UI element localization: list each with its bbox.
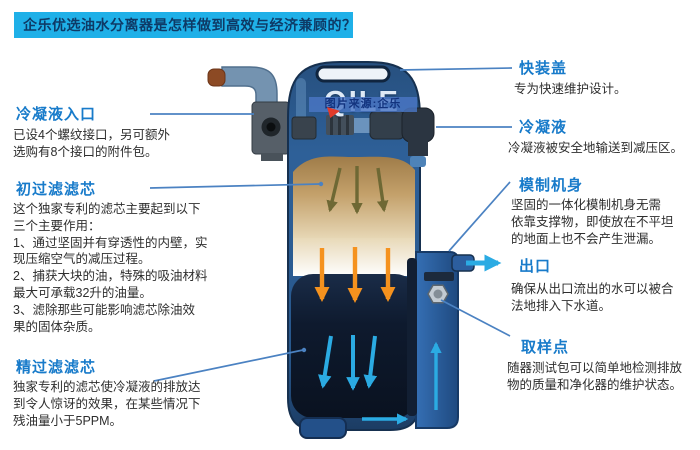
tank-foot (299, 417, 347, 439)
callout-condensate-body: 冷凝液被安全地输送到减压区。 (508, 141, 684, 155)
callout-fine-filter-body: 独家专利的滤芯使冷凝液的排放达 到令人惊讶的效果，在某些情况下 残油量小于5PP… (13, 380, 201, 428)
prefilter-flow-arrows (326, 166, 389, 215)
callout-condensate-heading: 冷凝液 (519, 119, 568, 136)
logo-triangle-icon (327, 107, 340, 118)
pipe-end-cap (207, 68, 226, 87)
callout-outlet-body: 确保从出口流出的水可以被合 法地排入下水道。 (511, 282, 674, 313)
title-banner: 企乐优选油水分离器是怎样做到高效与经济兼顾的？ (14, 12, 356, 38)
condensate-inlet-block (251, 101, 291, 161)
riser-tube (407, 258, 417, 416)
callout-fine-filter-heading: 精过滤滤芯 (16, 359, 97, 376)
callout-pre-filter-body: 这个独家专利的滤芯主要起到以下 三个主要作用： 1、通过坚固并有穿透性的内壁，实… (13, 202, 208, 334)
callout-quick-cap-body: 专为快速维护设计。 (514, 82, 627, 96)
riser-housing (407, 251, 475, 429)
callout-quick-cap-heading: 快装盖 (519, 60, 568, 77)
watermark: 图片来源:企乐 (309, 97, 417, 112)
callout-molded-body-body: 坚固的一体化模制机身无需 依靠支撑物，即使放在不平坦 的地面上也不会产生泄漏。 (511, 198, 674, 246)
quick-release-handle-slot (315, 65, 391, 83)
callout-molded-body-heading: 模制机身 (519, 177, 584, 194)
callout-outlet-heading: 出口 (519, 258, 552, 275)
callout-pre-filter-heading: 初过滤滤芯 (16, 181, 97, 198)
page-title: 企乐优选油水分离器是怎样做到高效与经济兼顾的？ (23, 17, 357, 33)
callout-sampling-point-body: 随器测试包可以简单地检测排放 物的质量和净化器的维护状态。 (507, 361, 683, 392)
bottom-flow-arrows (318, 335, 442, 425)
callout-condensate-inlet-heading: 冷凝液入口 (16, 106, 97, 123)
callout-condensate-inlet-body: 已设4个螺纹接口，另可额外 选购有8个接口的附件包。 (13, 128, 170, 159)
callout-sampling-point-heading: 取样点 (521, 339, 570, 356)
condensate-fitting (291, 107, 435, 167)
mid-flow-arrows (314, 247, 396, 303)
callout-lines (149, 67, 513, 382)
